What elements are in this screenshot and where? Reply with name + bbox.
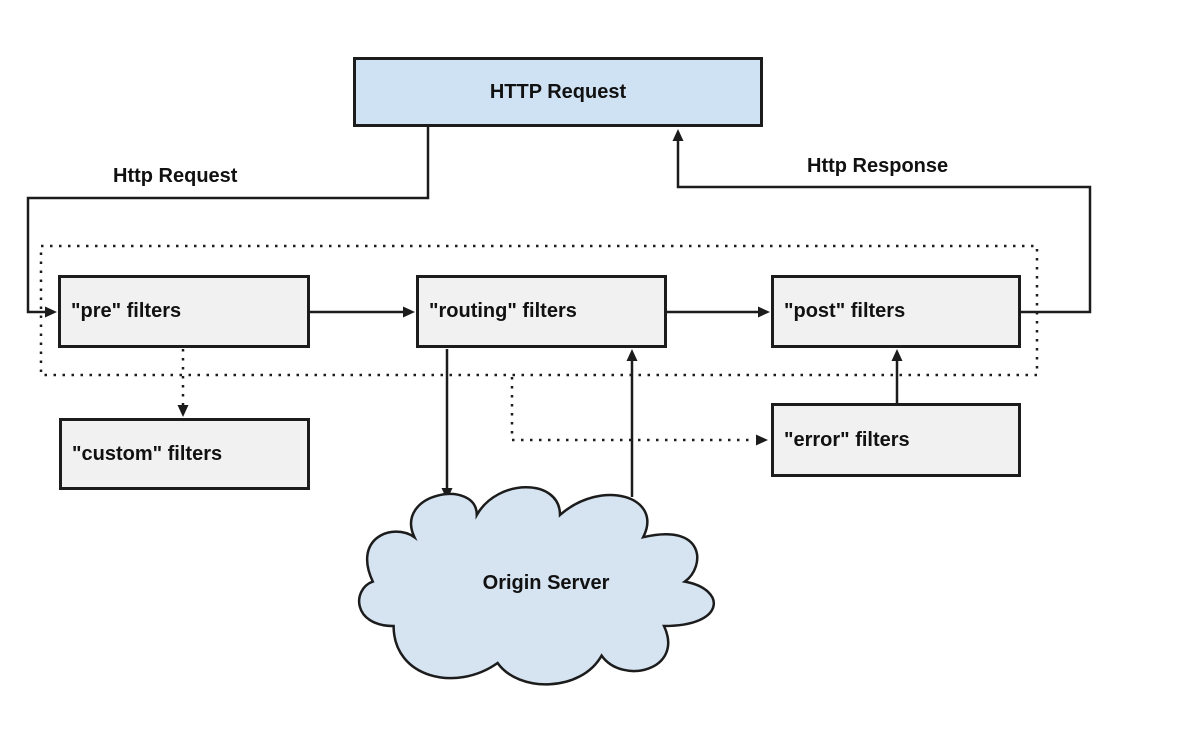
routing-filters-node: "routing" filters — [416, 275, 667, 348]
http-request-label: HTTP Request — [489, 80, 627, 103]
origin-server-label: Origin Server — [482, 572, 610, 594]
arrow-http-request-to-pre — [26, 127, 430, 318]
arrow-error-to-post — [891, 349, 903, 403]
http-request-flow-label: Http Request — [113, 165, 238, 187]
pre-filters-node: "pre" filters — [58, 275, 310, 348]
routing-filters-label: "routing" filters — [429, 300, 577, 322]
arrow-to-error-filters — [510, 377, 768, 446]
origin-server-cloud — [359, 487, 714, 684]
error-filters-node: "error" filters — [771, 403, 1021, 477]
post-filters-label: "post" filters — [784, 300, 906, 322]
http-response-flow-label: Http Response — [807, 155, 949, 177]
arrow-origin-to-routing — [626, 349, 638, 497]
http-request-node: HTTP Request — [353, 57, 763, 127]
pre-filters-label: "pre" filters — [71, 300, 182, 322]
post-filters-node: "post" filters — [771, 275, 1021, 348]
arrow-routing-to-origin — [441, 349, 453, 500]
custom-filters-node: "custom" filters — [59, 418, 310, 490]
arrow-post-to-http-response — [672, 129, 1092, 314]
arrow-pre-to-routing — [310, 306, 415, 318]
arrow-routing-to-post — [667, 306, 770, 318]
arrow-pre-to-custom — [177, 349, 189, 417]
custom-filters-label: "custom" filters — [72, 442, 223, 465]
error-filters-label: "error" filters — [784, 428, 910, 451]
